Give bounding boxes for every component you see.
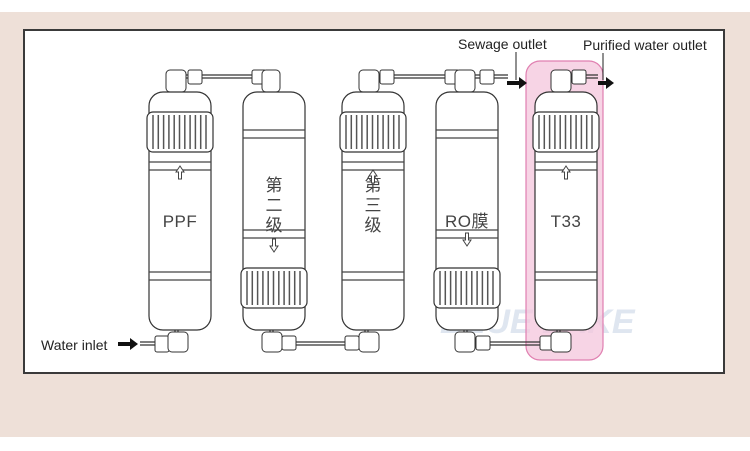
cartridge-5: T33 [532,91,600,331]
cartridge-3: 第三级 [339,91,407,331]
triangle-arrow-icon [561,165,571,180]
cartridge-2: 第二级 [240,91,308,331]
cartridge-label: PPF [163,212,198,231]
cartridge-label: T33 [551,212,582,231]
cartridge-4: RO膜 [433,91,501,331]
cartridge-label-char: 第 [365,176,382,195]
callout-leader-lines [515,52,604,80]
bottom-band [0,437,750,451]
top-fittings [165,69,587,93]
triangle-arrow-icon [175,165,185,180]
water-inlet-label: Water inlet [41,337,108,353]
top-band [0,0,750,12]
triangle-arrow-icon [269,238,279,253]
flow-direction-arrow-icon [118,77,614,350]
triangle-arrow-icon [462,232,472,247]
bottom-fittings [154,331,572,353]
cartridge-label: RO膜 [445,212,489,231]
sewage-outlet-label: Sewage outlet [458,36,547,52]
triangle-arrow-icon [368,169,378,184]
cartridge-label-char: 第 [266,176,283,195]
cartridge-label-char: 三 [365,196,382,215]
cartridge-label-char: 二 [266,196,283,215]
purified-water-outlet-label: Purified water outlet [583,37,707,53]
cartridge-label-char: 级 [365,216,382,235]
cartridge-label-char: 级 [266,216,283,235]
cartridge-1: PPF [146,91,214,331]
